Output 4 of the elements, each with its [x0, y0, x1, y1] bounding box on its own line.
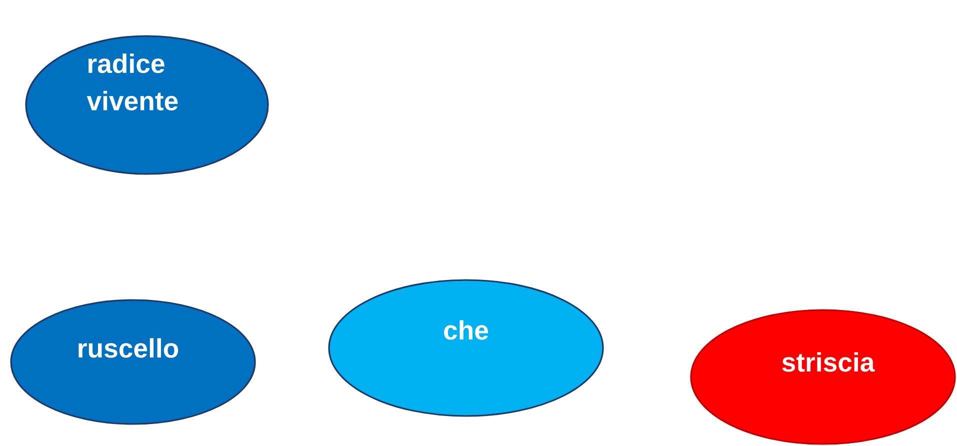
ellipse-node: radice vivente — [25, 35, 269, 175]
ellipse-node: ruscello — [10, 299, 256, 425]
ellipse-node: striscia — [690, 309, 956, 445]
ellipse-node: che — [328, 279, 604, 417]
